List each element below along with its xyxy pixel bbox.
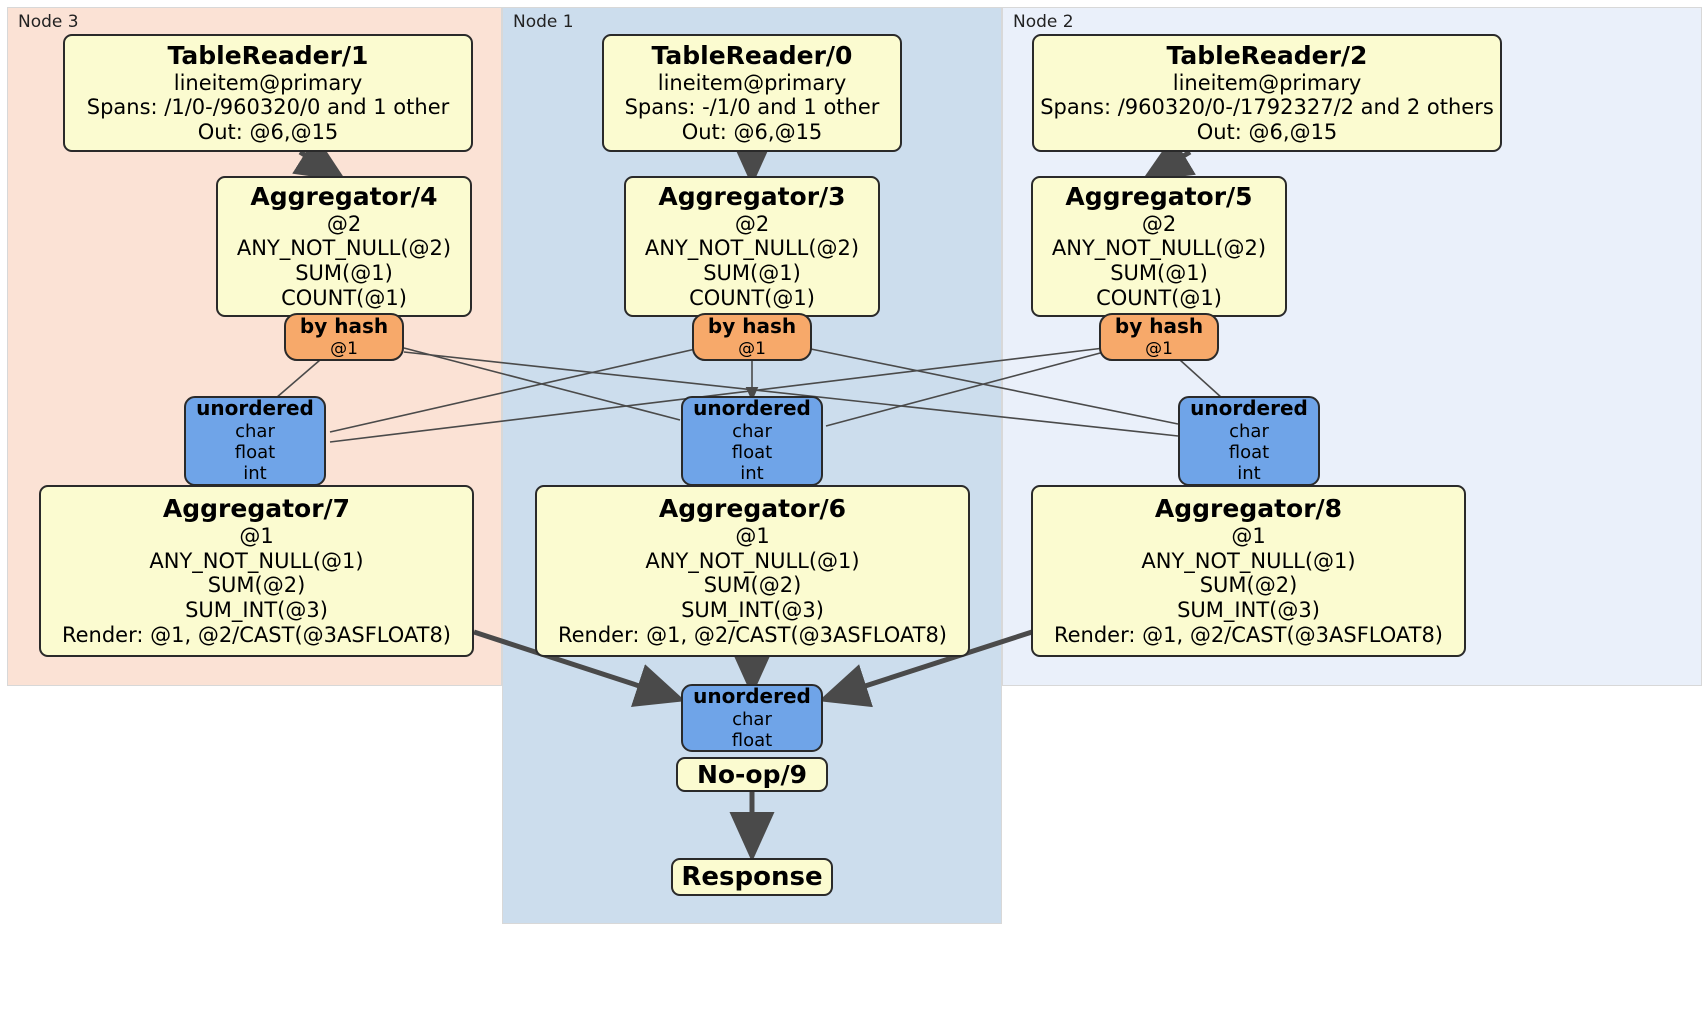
synchronizer-detail: char <box>1229 420 1269 442</box>
node-detail: @2 <box>1141 211 1177 236</box>
node-title: Aggregator/3 <box>658 182 846 212</box>
node-detail: lineitem@primary <box>657 70 847 95</box>
node-detail: Render: @1, @2/CAST(@3ASFLOAT8) <box>1053 622 1444 647</box>
node-detail: SUM_INT(@3) <box>1177 598 1320 623</box>
synchronizer-detail: char <box>732 708 772 730</box>
node-detail: COUNT(@1) <box>281 286 407 311</box>
node-panel-label-node1: Node 1 <box>513 12 574 32</box>
synchronizer-unordered-right[interactable]: unordered char float int <box>1178 396 1320 486</box>
node-detail: SUM(@2) <box>207 573 306 598</box>
node-detail: Spans: -/1/0 and 1 other <box>624 95 880 120</box>
node-detail: ANY_NOT_NULL(@2) <box>1051 236 1267 261</box>
node-detail: lineitem@primary <box>1172 70 1362 95</box>
node-detail: SUM_INT(@3) <box>681 598 824 623</box>
synchronizer-detail: float <box>234 442 276 464</box>
synchronizer-detail: float <box>731 729 773 751</box>
processor-aggregator-4[interactable]: Aggregator/4 @2 ANY_NOT_NULL(@2) SUM(@1)… <box>216 176 472 317</box>
node-title: TableReader/2 <box>1166 41 1368 71</box>
router-title: by hash <box>299 314 389 339</box>
node-detail: Out: @6,@15 <box>681 120 823 145</box>
node-title: Aggregator/4 <box>250 182 438 212</box>
synchronizer-detail: int <box>243 463 267 485</box>
node-detail: SUM(@1) <box>295 261 393 286</box>
node-detail: ANY_NOT_NULL(@1) <box>149 548 364 573</box>
node-title: Aggregator/8 <box>1154 494 1343 524</box>
node-title: TableReader/1 <box>167 41 369 71</box>
synchronizer-unordered-final[interactable]: unordered char float <box>681 684 823 752</box>
synchronizer-unordered-left[interactable]: unordered char float int <box>184 396 326 486</box>
node-title: TableReader/0 <box>651 41 853 71</box>
processor-tablereader-1[interactable]: TableReader/1 lineitem@primary Spans: /1… <box>63 34 473 152</box>
synchronizer-title: unordered <box>693 683 811 708</box>
node-title: Aggregator/6 <box>658 494 847 524</box>
node-detail: Out: @6,@15 <box>197 120 339 145</box>
synchronizer-unordered-center[interactable]: unordered char float int <box>681 396 823 486</box>
synchronizer-title: unordered <box>693 396 811 421</box>
router-by-hash-left[interactable]: by hash @1 <box>284 313 404 361</box>
node-title: Aggregator/5 <box>1065 182 1253 212</box>
processor-tablereader-0[interactable]: TableReader/0 lineitem@primary Spans: -/… <box>602 34 902 152</box>
node-detail: ANY_NOT_NULL(@2) <box>236 236 452 261</box>
synchronizer-title: unordered <box>196 396 314 421</box>
node-detail: ANY_NOT_NULL(@1) <box>1141 548 1356 573</box>
synchronizer-detail: float <box>1228 442 1270 464</box>
processor-no-op-9[interactable]: No-op/9 <box>676 757 828 792</box>
node-detail: Spans: /1/0-/960320/0 and 1 other <box>86 95 450 120</box>
node-detail: ANY_NOT_NULL(@1) <box>645 548 860 573</box>
router-detail: @1 <box>330 338 358 359</box>
node-detail: COUNT(@1) <box>689 286 815 311</box>
node-detail: ANY_NOT_NULL(@2) <box>644 236 860 261</box>
node-detail: @1 <box>735 523 770 548</box>
node-detail: SUM_INT(@3) <box>185 598 328 623</box>
synchronizer-detail: int <box>740 463 764 485</box>
node-detail: @2 <box>734 211 770 236</box>
synchronizer-title: unordered <box>1190 396 1308 421</box>
processor-aggregator-3[interactable]: Aggregator/3 @2 ANY_NOT_NULL(@2) SUM(@1)… <box>624 176 880 317</box>
node-detail: Spans: /960320/0-/1792327/2 and 2 others <box>1040 95 1494 120</box>
router-detail: @1 <box>738 338 766 359</box>
node-detail: SUM(@2) <box>1199 573 1298 598</box>
processor-aggregator-5[interactable]: Aggregator/5 @2 ANY_NOT_NULL(@2) SUM(@1)… <box>1031 176 1287 317</box>
router-detail: @1 <box>1145 338 1173 359</box>
processor-response[interactable]: Response <box>671 858 833 896</box>
node-title: No-op/9 <box>696 759 808 789</box>
node-detail: SUM(@1) <box>703 261 801 286</box>
node-detail: lineitem@primary <box>173 70 363 95</box>
router-title: by hash <box>707 314 797 339</box>
node-detail: Out: @6,@15 <box>1196 120 1338 145</box>
synchronizer-detail: float <box>731 442 773 464</box>
processor-aggregator-6[interactable]: Aggregator/6 @1 ANY_NOT_NULL(@1) SUM(@2)… <box>535 485 970 657</box>
node-detail: SUM(@1) <box>1110 261 1208 286</box>
node-detail: @1 <box>239 523 274 548</box>
node-title: Response <box>681 861 823 892</box>
router-by-hash-center[interactable]: by hash @1 <box>692 313 812 361</box>
synchronizer-detail: char <box>235 420 275 442</box>
node-detail: Render: @1, @2/CAST(@3ASFLOAT8) <box>557 622 948 647</box>
node-detail: @2 <box>326 211 362 236</box>
node-panel-label-node2: Node 2 <box>1013 12 1074 32</box>
node-detail: COUNT(@1) <box>1096 286 1222 311</box>
synchronizer-detail: int <box>1237 463 1261 485</box>
node-title: Aggregator/7 <box>162 494 351 524</box>
node-panel-label-node3: Node 3 <box>18 12 79 32</box>
processor-aggregator-8[interactable]: Aggregator/8 @1 ANY_NOT_NULL(@1) SUM(@2)… <box>1031 485 1466 657</box>
synchronizer-detail: char <box>732 420 772 442</box>
node-detail: Render: @1, @2/CAST(@3ASFLOAT8) <box>61 622 452 647</box>
processor-aggregator-7[interactable]: Aggregator/7 @1 ANY_NOT_NULL(@1) SUM(@2)… <box>39 485 474 657</box>
processor-tablereader-2[interactable]: TableReader/2 lineitem@primary Spans: /9… <box>1032 34 1502 152</box>
node-detail: @1 <box>1231 523 1266 548</box>
node-detail: SUM(@2) <box>703 573 802 598</box>
router-title: by hash <box>1114 314 1204 339</box>
router-by-hash-right[interactable]: by hash @1 <box>1099 313 1219 361</box>
